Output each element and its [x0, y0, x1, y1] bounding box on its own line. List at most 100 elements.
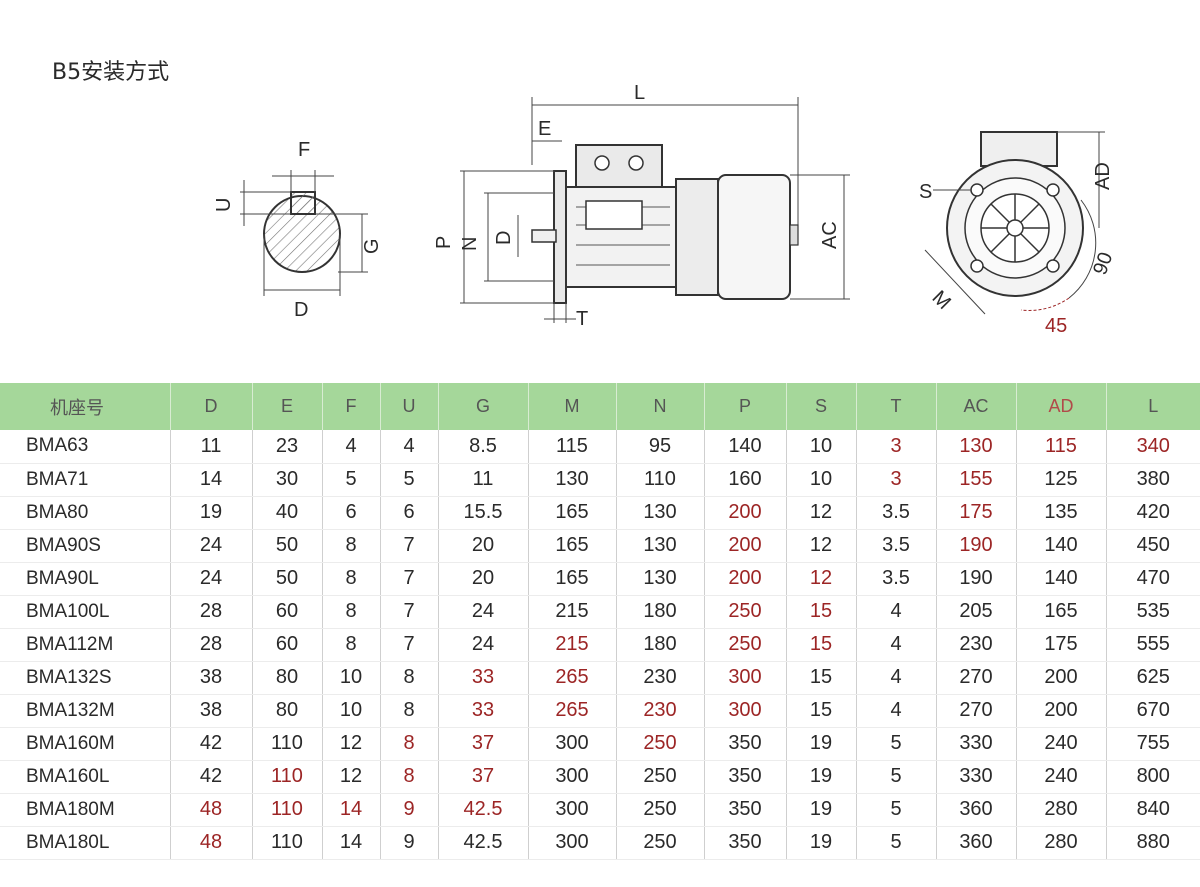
value-cell-l: 470 [1106, 562, 1200, 596]
value-cell-d: 24 [170, 529, 253, 563]
value-cell-p: 250 [704, 595, 787, 629]
value-cell-l: 555 [1106, 628, 1200, 662]
value-cell-s: 15 [786, 595, 857, 629]
value-cell-s: 12 [786, 496, 857, 530]
value-cell-ac: 270 [936, 694, 1017, 728]
value-cell-t: 3.5 [856, 496, 937, 530]
value-cell-n: 130 [616, 562, 705, 596]
value-cell-s: 19 [786, 760, 857, 794]
value-cell-t: 3 [856, 463, 937, 497]
value-cell-m: 300 [528, 826, 617, 860]
model-cell: BMA80 [0, 496, 171, 530]
model-cell: BMA90S [0, 529, 171, 563]
value-cell-d: 19 [170, 496, 253, 530]
value-cell-e: 110 [252, 760, 323, 794]
value-cell-t: 3.5 [856, 529, 937, 563]
column-header-l: L [1106, 383, 1200, 430]
dim-g-label: G [361, 238, 383, 254]
value-cell-m: 300 [528, 760, 617, 794]
value-cell-ad: 140 [1016, 562, 1107, 596]
value-cell-m: 300 [528, 793, 617, 827]
value-cell-s: 19 [786, 793, 857, 827]
shaft-section-drawing: F U G D [213, 139, 383, 321]
value-cell-u: 9 [380, 793, 439, 827]
value-cell-p: 350 [704, 793, 787, 827]
value-cell-l: 450 [1106, 529, 1200, 563]
column-header-m: M [528, 383, 617, 430]
value-cell-t: 3 [856, 430, 937, 464]
value-cell-t: 3.5 [856, 562, 937, 596]
dim-l-label: L [634, 82, 645, 104]
column-header-e: E [252, 383, 323, 430]
model-cell: BMA90L [0, 562, 171, 596]
value-cell-ad: 165 [1016, 595, 1107, 629]
value-cell-ad: 240 [1016, 727, 1107, 761]
value-cell-p: 300 [704, 661, 787, 695]
value-cell-n: 250 [616, 760, 705, 794]
value-cell-m: 165 [528, 562, 617, 596]
value-cell-ac: 330 [936, 727, 1017, 761]
value-cell-ac: 130 [936, 430, 1017, 464]
value-cell-ac: 155 [936, 463, 1017, 497]
value-cell-l: 625 [1106, 661, 1200, 695]
value-cell-e: 110 [252, 727, 323, 761]
value-cell-e: 80 [252, 661, 323, 695]
value-cell-t: 4 [856, 661, 937, 695]
value-cell-g: 24 [438, 628, 529, 662]
value-cell-ac: 270 [936, 661, 1017, 695]
page-title: B5安装方式 [52, 60, 170, 85]
value-cell-n: 230 [616, 694, 705, 728]
value-cell-g: 8.5 [438, 430, 529, 464]
value-cell-t: 5 [856, 727, 937, 761]
value-cell-u: 9 [380, 826, 439, 860]
value-cell-u: 8 [380, 661, 439, 695]
value-cell-s: 19 [786, 727, 857, 761]
model-cell: BMA132M [0, 694, 171, 728]
value-cell-u: 8 [380, 694, 439, 728]
column-header-t: T [856, 383, 937, 430]
value-cell-n: 250 [616, 727, 705, 761]
value-cell-d: 28 [170, 628, 253, 662]
value-cell-s: 15 [786, 628, 857, 662]
value-cell-ad: 200 [1016, 661, 1107, 695]
value-cell-f: 12 [322, 727, 381, 761]
fan-cover [717, 174, 791, 300]
value-cell-l: 880 [1106, 826, 1200, 860]
value-cell-g: 20 [438, 562, 529, 596]
value-cell-e: 110 [252, 793, 323, 827]
value-cell-e: 110 [252, 826, 323, 860]
value-cell-l: 420 [1106, 496, 1200, 530]
model-cell: BMA100L [0, 595, 171, 629]
value-cell-ad: 240 [1016, 760, 1107, 794]
value-cell-u: 5 [380, 463, 439, 497]
dim-u-label: U [213, 198, 235, 212]
value-cell-ad: 135 [1016, 496, 1107, 530]
value-cell-g: 37 [438, 727, 529, 761]
value-cell-f: 8 [322, 595, 381, 629]
model-cell: BMA160M [0, 727, 171, 761]
value-cell-ad: 280 [1016, 826, 1107, 860]
dim-ad-label: AD [1092, 162, 1114, 190]
value-cell-d: 28 [170, 595, 253, 629]
value-cell-u: 6 [380, 496, 439, 530]
model-cell: BMA71 [0, 463, 171, 497]
value-cell-n: 180 [616, 628, 705, 662]
value-cell-l: 840 [1106, 793, 1200, 827]
value-cell-p: 160 [704, 463, 787, 497]
model-cell: BMA132S [0, 661, 171, 695]
column-header-ac: AC [936, 383, 1017, 430]
motor-side-view-drawing: L E P N D [433, 82, 850, 330]
value-cell-l: 340 [1106, 430, 1200, 464]
value-cell-s: 12 [786, 529, 857, 563]
value-cell-s: 12 [786, 562, 857, 596]
value-cell-p: 200 [704, 562, 787, 596]
